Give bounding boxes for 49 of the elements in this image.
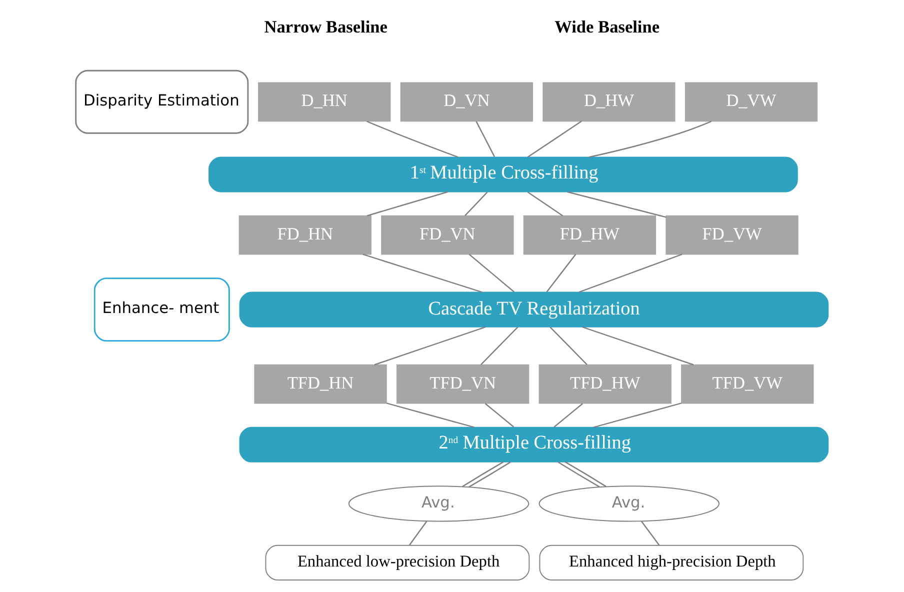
node-box: TFD_HW: [538, 364, 672, 404]
connector: [462, 461, 504, 488]
node-box: Enhanced low-precision Depth: [265, 544, 530, 580]
node-box: FD_VN: [381, 215, 514, 255]
connector: [567, 191, 666, 218]
node-ellipse: Avg.: [538, 486, 720, 522]
node-box: D_VW: [684, 82, 818, 122]
connector: [366, 120, 458, 158]
node-box: D_HN: [258, 82, 391, 122]
connector: [527, 120, 582, 158]
connector: [468, 254, 515, 293]
node-box: Disparity Estimation: [75, 70, 249, 134]
connector: [593, 402, 682, 428]
node-box: FD_HN: [238, 215, 372, 255]
connector: [588, 120, 712, 158]
node-box: D_HW: [542, 82, 676, 122]
node-box: FD_VW: [666, 215, 798, 255]
connector: [546, 254, 576, 292]
connector: [476, 121, 496, 158]
connector: [550, 326, 588, 366]
node-box: FD_HW: [523, 215, 656, 255]
node-box: Enhance- ment: [94, 278, 230, 342]
connector: [564, 461, 606, 488]
connector: [527, 192, 564, 216]
connector: [480, 326, 518, 366]
node-box: TFD_HN: [254, 364, 387, 404]
connector: [464, 192, 488, 216]
connector: [554, 403, 583, 428]
connector: [558, 461, 600, 488]
node-ellipse: Avg.: [348, 486, 530, 522]
connector: [484, 403, 514, 428]
node-box: TFD_VW: [681, 364, 814, 404]
connector: [367, 191, 448, 216]
connector: [578, 254, 682, 293]
node-box: 1$^{st}$ Multiple Cross-filling: [208, 156, 798, 192]
node-box: TFD_VN: [396, 364, 530, 404]
node-box: Cascade TV Regularization: [239, 292, 829, 328]
connector: [408, 521, 428, 546]
node-box: 2$^{nd}$ Multiple Cross-filling: [239, 426, 829, 462]
connector: [362, 254, 482, 293]
connector: [386, 402, 475, 428]
connector: [582, 326, 694, 366]
label: Wide Baseline: [554, 18, 660, 37]
node-box: D_VN: [400, 82, 533, 122]
connector: [641, 521, 660, 546]
connector: [374, 326, 486, 366]
label: Narrow Baseline: [264, 18, 388, 37]
node-box: Enhanced high-precision Depth: [539, 544, 804, 580]
connector: [468, 461, 511, 488]
